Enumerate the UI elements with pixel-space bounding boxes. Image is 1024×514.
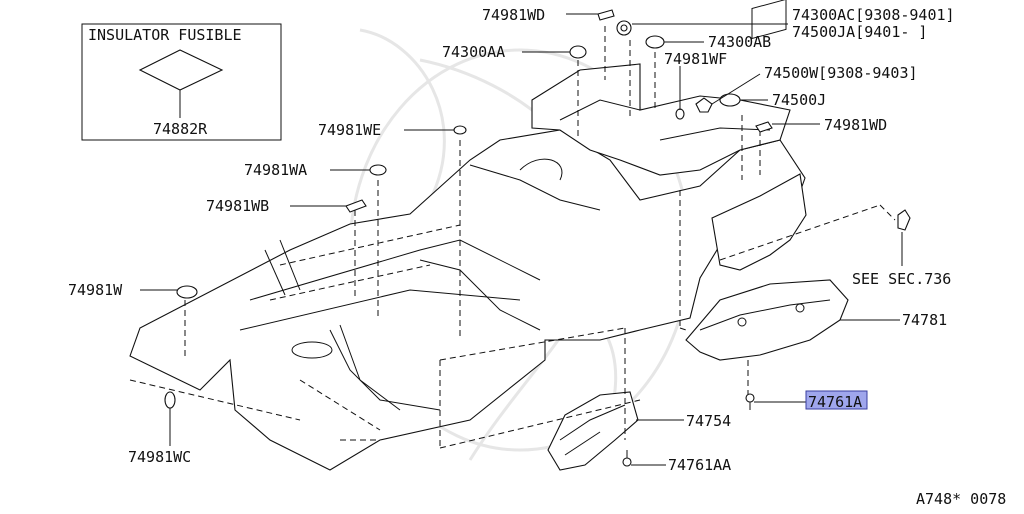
label-74981wf[interactable]: 74981WF — [664, 50, 727, 68]
bolt-74761aa-icon — [622, 457, 632, 467]
inset-part-number: 74882R — [153, 120, 208, 138]
heat-insulator-74781[interactable] — [685, 279, 849, 361]
pad-74981we-icon — [453, 125, 467, 135]
rear-upper-panel — [531, 63, 791, 176]
grommet-74500j-icon — [719, 93, 741, 107]
label-74981wd-right[interactable]: 74981WD — [824, 116, 887, 134]
label-74981wb[interactable]: 74981WB — [206, 197, 269, 215]
bracket-see-sec-736-icon — [897, 209, 911, 231]
label-74981we[interactable]: 74981WE — [318, 121, 381, 139]
plug-74981w-icon — [176, 285, 198, 299]
label-74754[interactable]: 74754 — [686, 412, 731, 430]
pad-74981wb-icon — [345, 199, 367, 213]
label-74300aa[interactable]: 74300AA — [442, 43, 505, 61]
highlight-74761a — [805, 390, 868, 410]
insulator-pad-icon — [138, 49, 224, 91]
plug-74981wa-icon — [369, 164, 387, 176]
floor-panel — [129, 129, 806, 471]
bolt-74761a-icon — [745, 393, 755, 403]
plug-74300ab-icon — [645, 35, 665, 49]
pad-74981wd-top-icon — [597, 9, 615, 21]
assembly-guide-lines — [129, 26, 896, 449]
part-labels: 74981WD 74300AC[9308-9401] 74500JA[9401-… — [68, 6, 1006, 508]
label-74500w[interactable]: 74500W[9308-9403] — [764, 64, 918, 82]
pad-74981wf-icon — [675, 108, 685, 120]
label-74500j[interactable]: 74500J — [772, 91, 826, 109]
label-see-sec-736[interactable]: SEE SEC.736 — [852, 270, 951, 288]
pad-74981wc-icon — [164, 391, 176, 409]
label-74761a[interactable]: 74761A — [808, 393, 862, 411]
label-74300ab[interactable]: 74300AB — [708, 33, 771, 51]
footer-code: A748* 0078 — [916, 490, 1006, 508]
label-74981wc[interactable]: 74981WC — [128, 448, 191, 466]
label-74981wa[interactable]: 74981WA — [244, 161, 307, 179]
leader-lines — [140, 13, 903, 466]
inset-title: INSULATOR FUSIBLE — [88, 26, 242, 44]
label-74981wd-top[interactable]: 74981WD — [482, 6, 545, 24]
plug-74300aa-icon — [569, 45, 587, 59]
label-74761aa[interactable]: 74761AA — [668, 456, 731, 474]
label-74500ja[interactable]: 74500JA[9401- ] — [792, 23, 927, 41]
inset-insulator-fusible: INSULATOR FUSIBLE 74882R — [81, 23, 282, 141]
label-74300ac[interactable]: 74300AC[9308-9401] — [792, 6, 955, 24]
clip-74500w-icon — [695, 97, 713, 113]
pad-74981wd-right-icon — [755, 121, 773, 133]
label-74781[interactable]: 74781 — [902, 311, 947, 329]
label-74981w[interactable]: 74981W — [68, 281, 123, 299]
